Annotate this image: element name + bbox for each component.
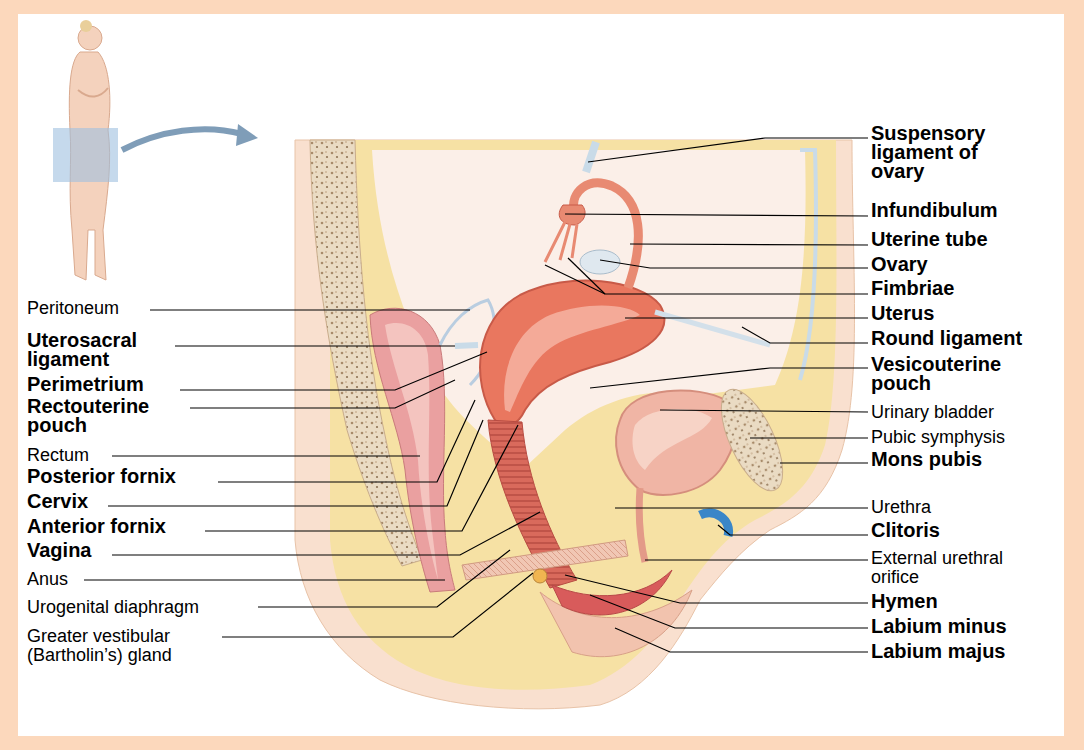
part-label: Hymen: [871, 592, 1071, 611]
leader-line: [218, 400, 475, 482]
part-label: Mons pubis: [871, 450, 1071, 469]
round-ligament-band: [655, 312, 770, 345]
leader-line: [112, 455, 420, 456]
leader-line: [84, 579, 445, 580]
leader-line: [175, 345, 455, 346]
leader-line: [645, 559, 868, 560]
part-label: Infundibulum: [871, 201, 1041, 220]
part-label: Round ligament: [871, 329, 1071, 348]
part-label: Ovary: [871, 255, 1041, 274]
abdominal-wall: [800, 150, 816, 380]
part-label: Vagina: [27, 541, 117, 560]
part-label: Suspensory ligament of ovary: [871, 124, 1026, 181]
leader-line: [565, 214, 868, 216]
urinary-bladder-shape: [616, 390, 736, 494]
part-label: Labium minus: [871, 617, 1071, 636]
part-label: Peritoneum: [27, 299, 157, 318]
fimbriae-shape: [545, 222, 577, 262]
leader-line: [545, 265, 868, 294]
part-label: Clitoris: [871, 521, 1071, 540]
figure-hair: [80, 20, 92, 32]
part-label: Vesicouterine pouch: [871, 355, 1051, 393]
suspensory-ligament: [586, 142, 596, 172]
rectum-lumen: [385, 323, 438, 580]
figure-arms: [78, 88, 108, 97]
leader-line: [742, 327, 868, 343]
leader-line: [590, 368, 868, 388]
part-label: Greater vestibular (Bartholin’s) gland: [27, 627, 232, 665]
part-label: Uterine tube: [871, 230, 1041, 249]
part-label: Rectouterine pouch: [27, 397, 192, 435]
part-label: Urogenital diaphragm: [27, 598, 262, 617]
leader-line: [600, 260, 868, 268]
leader-line: [615, 507, 868, 508]
leader-line: [568, 258, 605, 294]
part-label: Pubic symphysis: [871, 428, 1071, 447]
part-label: External urethral orifice: [871, 549, 1056, 587]
leader-line: [180, 352, 487, 390]
leader-line: [112, 512, 540, 555]
leader-line: [565, 575, 868, 603]
part-label: Uterosacral ligament: [27, 331, 177, 369]
part-label: Anus: [27, 570, 87, 589]
part-label: Urinary bladder: [871, 403, 1071, 422]
part-label: Posterior fornix: [27, 467, 227, 486]
leader-line: [630, 244, 868, 245]
part-label: Anterior fornix: [27, 517, 212, 536]
part-label: Cervix: [27, 492, 117, 511]
leader-line: [590, 595, 868, 628]
uterosacral-band: [455, 345, 478, 346]
part-label: Labium majus: [871, 642, 1071, 661]
leader-line: [588, 138, 868, 162]
leader-line: [190, 380, 455, 408]
leader-line: [222, 573, 533, 637]
part-label: Uterus: [871, 304, 1041, 323]
pubic-symphysis-bone: [709, 381, 795, 499]
leader-line: [205, 425, 518, 531]
leader-line: [718, 525, 868, 535]
leader-line: [615, 628, 868, 652]
urethra-shape: [639, 488, 645, 562]
bladder-lumen: [632, 409, 712, 470]
leader-line: [150, 309, 470, 310]
rectum: [370, 308, 455, 592]
infundibulum: [559, 205, 585, 225]
leader-line: [780, 462, 868, 463]
part-label: Perimetrium: [27, 375, 187, 394]
part-label: Urethra: [871, 498, 1071, 517]
uterine-cavity: [504, 306, 640, 412]
part-label: Rectum: [27, 446, 117, 465]
body-section: [295, 140, 855, 709]
leader-line: [625, 317, 868, 318]
view-arrow: [122, 129, 242, 150]
clitoris-shape: [700, 513, 729, 536]
leader-line: [660, 410, 868, 412]
view-box: [53, 128, 118, 182]
bartholin-gland-shape: [533, 569, 547, 583]
leader-line: [258, 550, 510, 607]
leader-line: [108, 420, 483, 506]
leader-line: [750, 437, 868, 438]
leader-lines: [84, 138, 868, 652]
view-arrow-head: [236, 124, 258, 146]
part-label: Fimbriae: [871, 279, 1041, 298]
